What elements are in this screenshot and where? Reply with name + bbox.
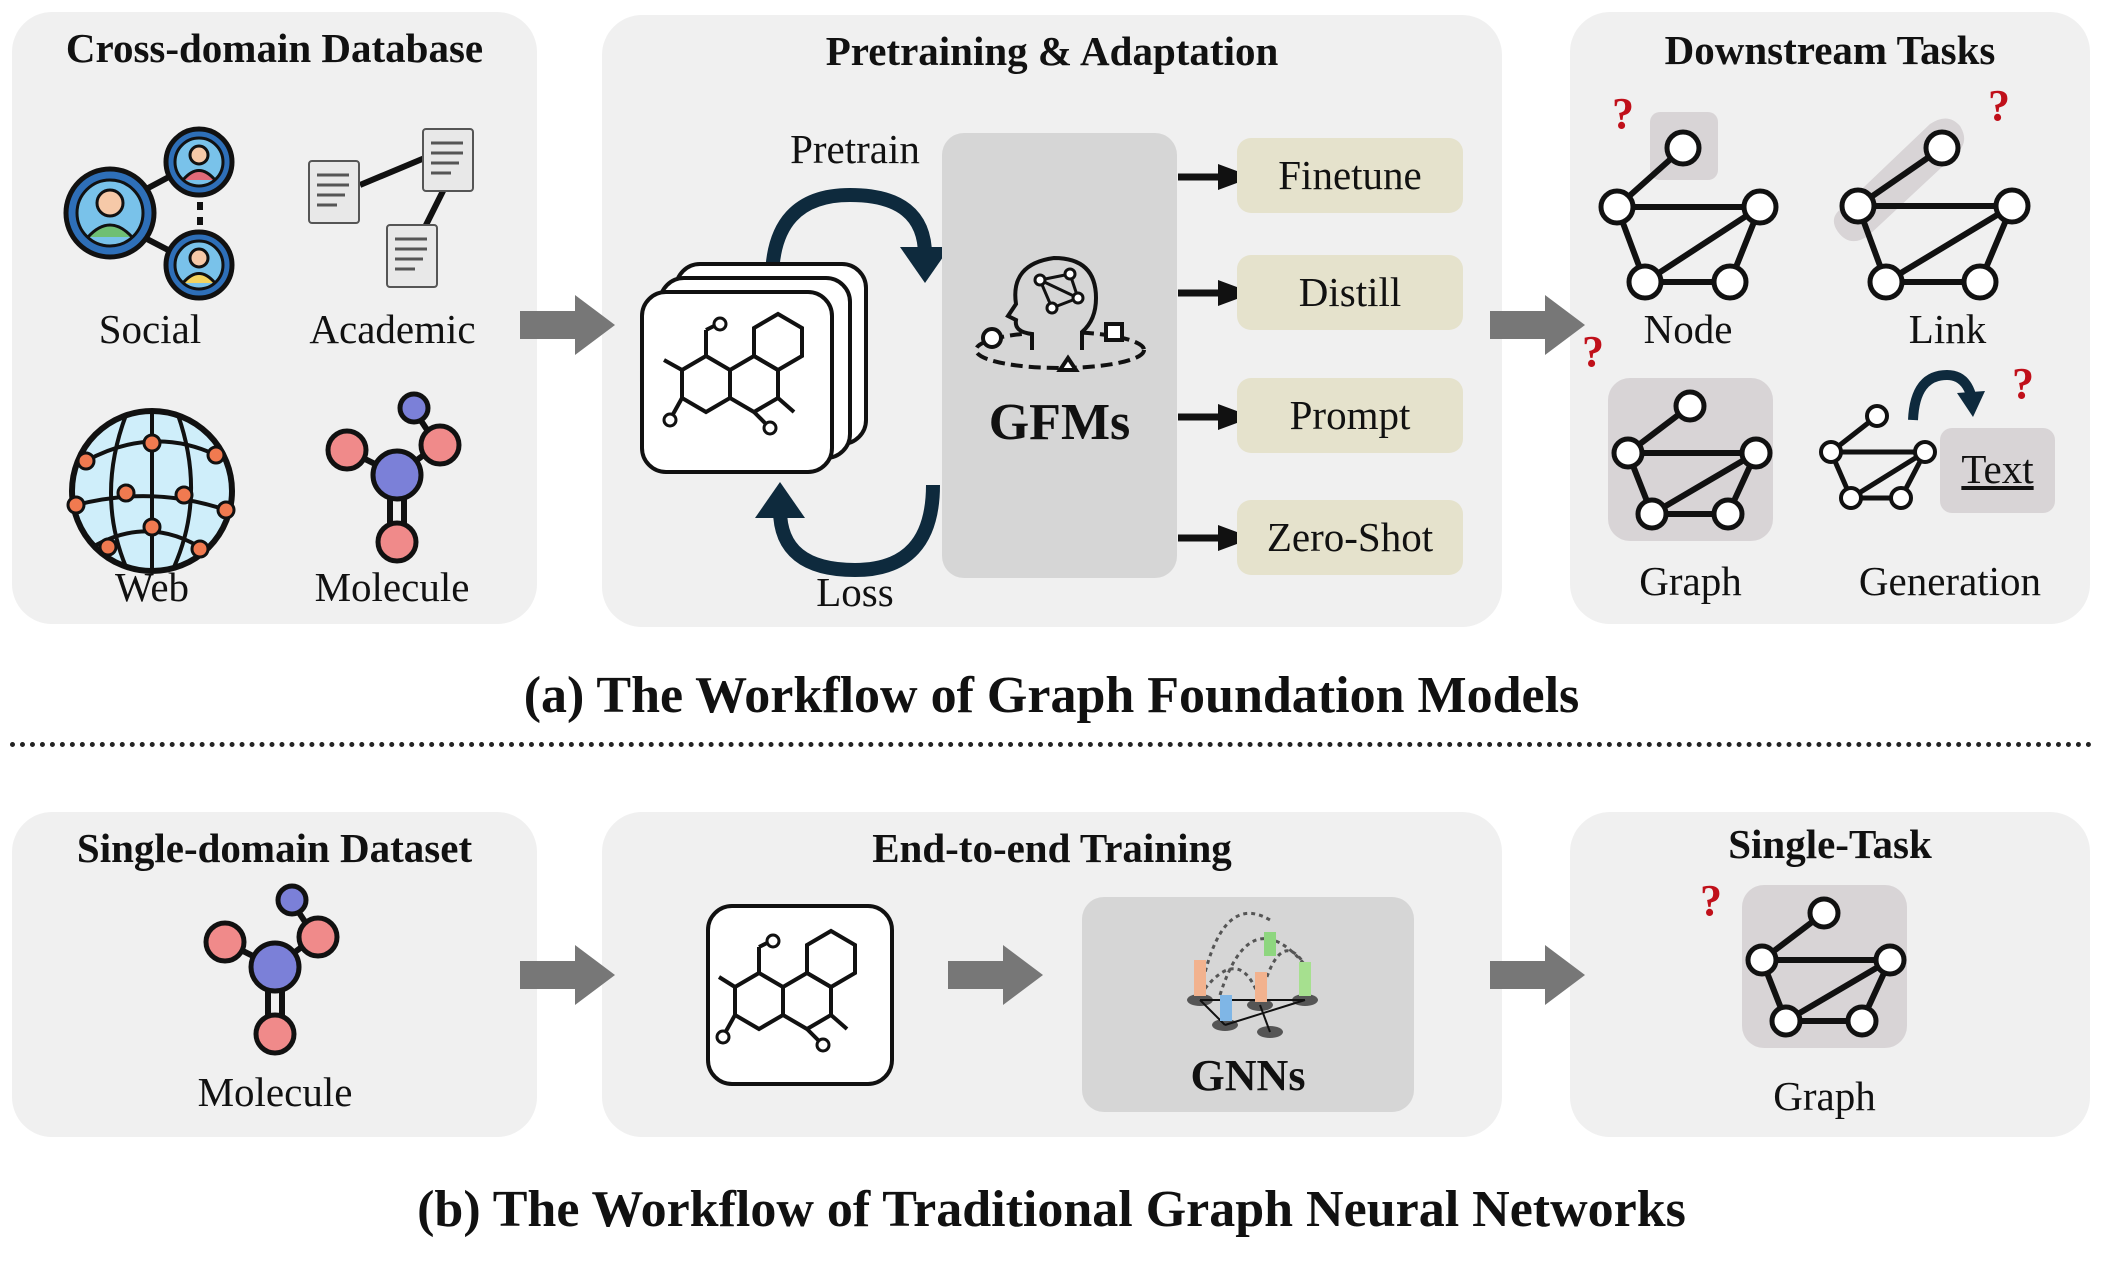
q-mark: ? [2012, 359, 2034, 408]
arrow-right-icon [1178, 280, 1253, 306]
molecule-icon [325, 391, 462, 564]
generation-curve-arrow-icon [1908, 369, 1985, 421]
caption-b: (b) The Workflow of Traditional Graph Ne… [417, 1181, 1686, 1238]
gnn-layers-icon [1187, 911, 1318, 1038]
single-dataset-title: Single-domain Dataset [76, 825, 473, 871]
single-task-title: Single-Task [1728, 821, 1932, 867]
link-task-graph-icon [1833, 118, 2031, 301]
pretrain-curve-arrow-icon [765, 187, 950, 283]
arrow-right-icon [1490, 945, 1585, 1005]
node-label: Node [1643, 306, 1733, 352]
database-title: Cross-domain Database [65, 25, 484, 71]
graph-task-graph-icon [1611, 389, 1773, 531]
molecule-card-icon [706, 904, 894, 1086]
arrow-right-icon [520, 295, 615, 355]
loss-curve-arrow-icon [755, 482, 940, 578]
academic-papers-icon [308, 128, 474, 288]
pretrain-label: Pretrain [790, 126, 920, 172]
molecule-label: Molecule [314, 564, 470, 610]
social-network-icon [63, 126, 235, 301]
academic-label: Academic [309, 306, 476, 352]
web-globe-icon [66, 408, 236, 574]
graph-label: Graph [1639, 558, 1742, 604]
pretraining-title: Pretraining & Adaptation [825, 28, 1279, 74]
web-label: Web [114, 564, 190, 610]
single-graph-icon [1745, 896, 1907, 1038]
arrow-right-icon [1178, 164, 1253, 190]
q-mark: ? [1582, 327, 1604, 376]
arrow-right-icon [1178, 404, 1253, 430]
node-task-graph-icon [1598, 112, 1779, 301]
training-title: End-to-end Training [872, 825, 1232, 871]
q-mark: ? [1700, 876, 1722, 925]
arrow-right-icon [1178, 525, 1253, 551]
ai-head-icon [974, 255, 1146, 372]
q-mark: ? [1988, 81, 2010, 130]
text-output-label: Text [1961, 446, 2034, 492]
distill-pill: Distill [1237, 255, 1463, 330]
prompt-pill: Prompt [1237, 378, 1463, 453]
arrow-right-icon [520, 945, 615, 1005]
social-label: Social [98, 306, 202, 352]
q-mark: ? [1612, 89, 1634, 138]
finetune-pill: Finetune [1237, 138, 1463, 213]
downstream-title: Downstream Tasks [1664, 27, 1996, 73]
single-graph-label: Graph [1773, 1073, 1876, 1119]
link-label: Link [1908, 306, 1987, 352]
generation-graph-icon [1819, 404, 1937, 510]
gfms-label: GFMs [988, 394, 1131, 451]
bottom-molecule-label: Molecule [197, 1069, 353, 1115]
molecule-card-stack-icon [640, 262, 868, 474]
molecule-icon [203, 883, 340, 1056]
dotted-divider [10, 742, 2093, 747]
arrow-right-icon [948, 945, 1043, 1005]
text-output-box [1940, 428, 2055, 513]
generation-label: Generation [1858, 558, 2042, 604]
caption-a: (a) The Workflow of Graph Foundation Mod… [523, 667, 1580, 724]
gnns-label: GNNs [1190, 1051, 1306, 1100]
zero-shot-pill: Zero-Shot [1237, 500, 1463, 575]
arrow-right-icon [1490, 295, 1585, 355]
